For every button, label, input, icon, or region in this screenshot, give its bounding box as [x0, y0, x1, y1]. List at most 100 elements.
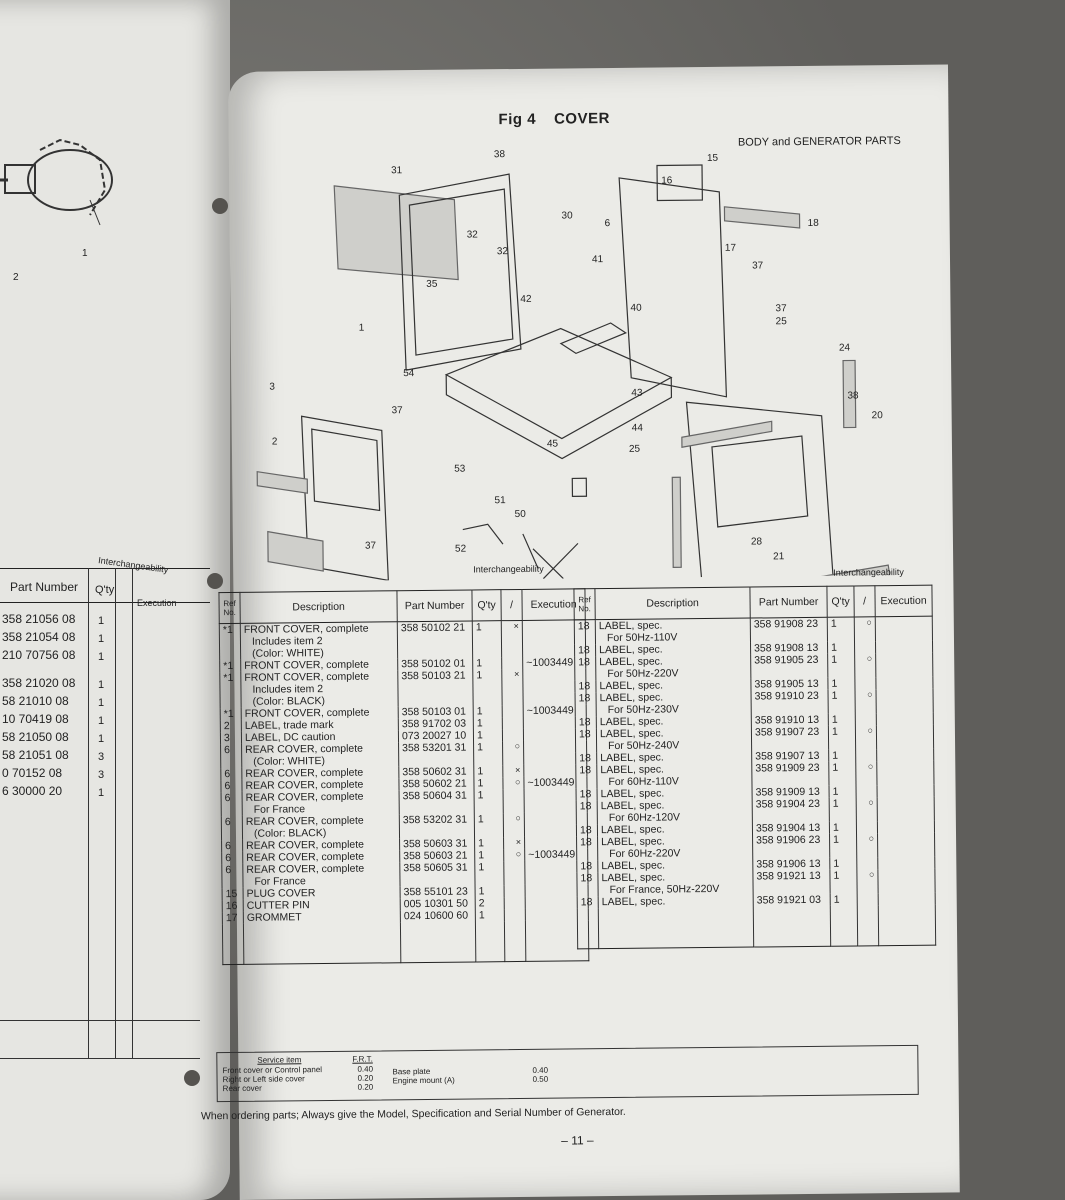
header-part-number: Part Number [10, 580, 79, 594]
interchangeability-mark: ○ [503, 848, 525, 862]
callout-label: 32 [466, 229, 478, 241]
quantity: 1 [828, 689, 856, 714]
quantity: 1 [827, 677, 856, 690]
quantity: 1 [98, 679, 105, 691]
ref-number: 6 [220, 779, 243, 793]
interchangeability-mark: × [503, 836, 525, 850]
callout-label: 50 [514, 508, 526, 521]
quantity: 1 [473, 717, 503, 730]
part-number: 358 91910 13 [751, 713, 829, 727]
interchangeability-mark [856, 785, 878, 798]
quantity: 1 [98, 733, 105, 745]
quantity: 1 [474, 789, 504, 814]
ref-number: 18 [574, 619, 596, 645]
part-number: 58 21051 08 [2, 748, 69, 762]
quantity: 1 [475, 885, 505, 898]
ref-number: 6 [220, 767, 242, 781]
ref-number: 18 [576, 788, 598, 801]
quantity: 3 [98, 769, 105, 781]
part-number: 358 50603 31 [399, 837, 475, 851]
part-number: 358 21054 08 [2, 630, 76, 644]
execution [875, 676, 933, 690]
interchangeability-mark: × [501, 620, 523, 658]
interchangeability-mark [502, 728, 524, 742]
callout-label: 2 [271, 436, 278, 448]
execution [875, 616, 933, 642]
header-part-number: Part Number [396, 589, 473, 622]
part-number: 358 21020 08 [2, 676, 76, 690]
description: LABEL, spec.For 50Hz-240V [596, 726, 752, 753]
callout-label: 37 [775, 303, 787, 315]
execution [878, 892, 936, 906]
blank-cell [878, 904, 936, 946]
quantity: 1 [829, 821, 857, 834]
quantity: 1 [474, 861, 505, 886]
quantity: 1 [472, 669, 503, 706]
parts-table-right: Ref No. Description Part Number Q'ty / E… [573, 585, 936, 950]
part-number: 358 91905 23 [750, 653, 828, 679]
quantity: 3 [98, 751, 105, 763]
header-execution: Execution [137, 598, 177, 608]
blank-cell [222, 923, 244, 965]
figure-name: COVER [553, 110, 610, 128]
part-number: 358 91909 23 [751, 761, 830, 787]
ref-number: 18 [574, 656, 596, 681]
callout-label: 52 [454, 543, 467, 555]
part-number: 358 91904 13 [752, 821, 830, 835]
part-number: 358 50602 21 [398, 777, 475, 791]
interchangeability-mark: ○ [502, 740, 524, 766]
ref-number: 18 [576, 800, 598, 825]
description: LABEL, spec.For 60Hz-110V [596, 762, 753, 789]
frt-value: 0.40 [532, 1065, 549, 1075]
quantity: 1 [98, 697, 105, 709]
quantity: 1 [473, 729, 503, 742]
table-row-blank [222, 920, 589, 965]
interchangeability-mark: ○ [503, 812, 525, 838]
ref-number: 6 [221, 851, 243, 865]
header-interchangeability: / [500, 589, 523, 621]
execution [877, 868, 936, 894]
description: REAR COVER, complete(Color: BLACK) [242, 814, 400, 840]
ref-number: 18 [575, 728, 597, 753]
interchangeability-mark [856, 857, 878, 870]
frt-value: 0.50 [532, 1074, 549, 1084]
generator-rotor-illustration [0, 138, 113, 226]
quantity: 1 [475, 909, 505, 922]
blank-cell [243, 922, 401, 965]
callout-label: 1 [358, 322, 365, 334]
blank-cell [857, 905, 879, 946]
description: REAR COVER, complete(Color: WHITE) [241, 742, 399, 768]
interchangeability-mark [856, 821, 878, 834]
part-number: 10 70419 08 [2, 712, 69, 726]
callout-label: 2 [13, 272, 19, 283]
description: LABEL, spec.For France, 50Hz-220V [597, 870, 754, 897]
part-number: 358 91908 13 [750, 641, 828, 655]
callout-label: 16 [661, 175, 673, 187]
ref-number: 18 [576, 836, 598, 861]
quantity: 1 [474, 837, 504, 850]
frt-header: F.R.T. [352, 1054, 373, 1064]
part-number: 358 50102 21 [397, 620, 473, 659]
quantity: 2 [475, 897, 505, 910]
execution [875, 640, 933, 654]
part-number: 358 91905 13 [750, 677, 829, 691]
quantity: 1 [827, 641, 855, 654]
callout-label: 30 [561, 210, 573, 222]
callout-label: 1 [82, 248, 88, 259]
description: LABEL, spec.For 50Hz-110V [595, 618, 751, 645]
callout-label: 31 [390, 165, 403, 177]
ref-number: 18 [576, 872, 599, 897]
table-row-blank [577, 904, 936, 949]
interchangeability-mark [503, 860, 526, 886]
execution [877, 820, 935, 834]
blank-cell [577, 908, 599, 949]
execution [876, 712, 934, 726]
interchangeability-mark [502, 704, 524, 718]
quantity: 1 [473, 741, 503, 766]
callout-label: 51 [494, 495, 506, 507]
callout-label: 18 [807, 217, 819, 229]
ref-number: 18 [577, 896, 599, 909]
